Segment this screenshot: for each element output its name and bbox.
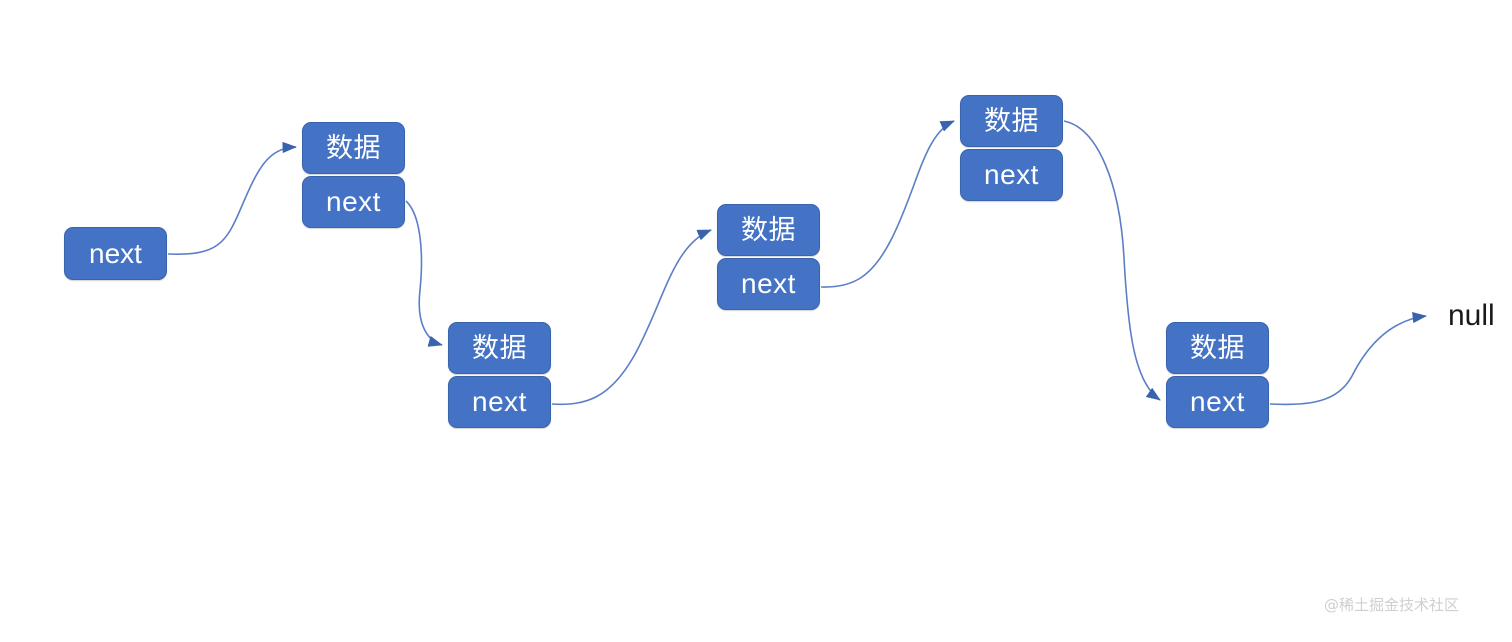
node-4-data-cell[interactable]: 数据	[960, 95, 1063, 147]
node-1-data-cell[interactable]: 数据	[302, 122, 405, 174]
head-pointer-next-box[interactable]: next	[64, 227, 167, 280]
node-4-data-label: 数据	[984, 105, 1039, 136]
edge-node1-to-node2	[405, 200, 443, 347]
node-2-next-label: next	[472, 386, 527, 417]
node-3-data-label: 数据	[741, 214, 796, 245]
head-pointer-label: next	[89, 237, 142, 269]
edge-node5-to-null	[1269, 312, 1427, 406]
null-terminator-label: null	[1448, 299, 1495, 332]
node-5-next-cell[interactable]: next	[1166, 376, 1269, 428]
node-3-next-cell[interactable]: next	[717, 258, 820, 310]
node-4-next-cell[interactable]: next	[960, 149, 1063, 201]
list-node-2[interactable]: 数据 next	[448, 322, 551, 428]
list-node-5[interactable]: 数据 next	[1166, 322, 1269, 428]
node-5-data-cell[interactable]: 数据	[1166, 322, 1269, 374]
list-node-4[interactable]: 数据 next	[960, 95, 1063, 201]
node-5-data-label: 数据	[1190, 332, 1245, 363]
edge-head-to-node1	[167, 141, 297, 255]
node-1-next-cell[interactable]: next	[302, 176, 405, 228]
edge-node2-to-node3	[551, 229, 712, 406]
list-node-1[interactable]: 数据 next	[302, 122, 405, 228]
node-2-next-cell[interactable]: next	[448, 376, 551, 428]
edge-node3-to-node4	[820, 120, 955, 288]
node-3-next-label: next	[741, 268, 796, 299]
node-1-next-label: next	[326, 186, 381, 217]
list-node-3[interactable]: 数据 next	[717, 204, 820, 310]
node-3-data-cell[interactable]: 数据	[717, 204, 820, 256]
edge-node4-to-node5	[1063, 120, 1161, 401]
node-5-next-label: next	[1190, 386, 1245, 417]
watermark-label: @稀土掘金技术社区	[1324, 596, 1460, 614]
node-2-data-cell[interactable]: 数据	[448, 322, 551, 374]
node-4-next-label: next	[984, 159, 1039, 190]
node-2-data-label: 数据	[472, 332, 527, 363]
node-1-data-label: 数据	[326, 132, 381, 163]
